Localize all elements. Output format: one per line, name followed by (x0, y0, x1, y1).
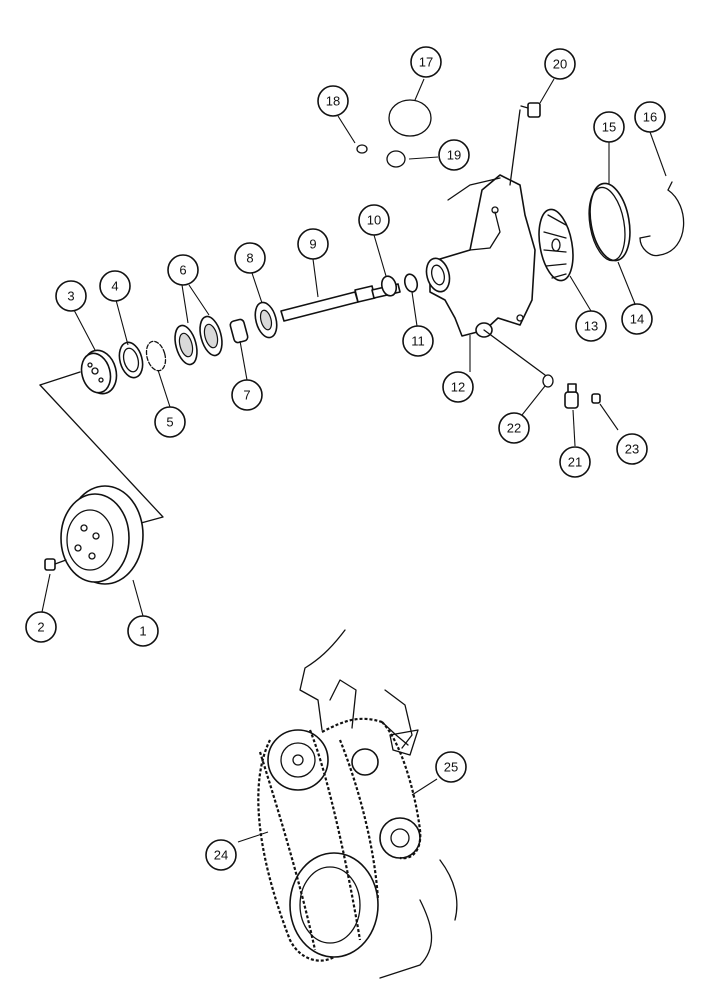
bolt-part (520, 102, 541, 118)
svg-text:15: 15 (602, 120, 616, 135)
svg-text:12: 12 (451, 380, 465, 395)
svg-text:5: 5 (166, 415, 173, 430)
callout-1: 1 (127, 615, 159, 647)
svg-text:6: 6 (179, 263, 186, 278)
svg-text:18: 18 (326, 94, 340, 109)
nut-part (403, 273, 419, 293)
pulley-part (60, 485, 144, 585)
svg-text:24: 24 (214, 848, 228, 863)
svg-text:4: 4 (111, 279, 118, 294)
callout-18: 18 (317, 85, 349, 117)
callout-10: 10 (358, 204, 390, 236)
engine-belt-view (257, 629, 458, 979)
callout-17: 17 (410, 46, 442, 78)
bolt-guide-line (509, 109, 521, 186)
callout-20: 20 (544, 48, 576, 80)
leader-lines (41, 78, 667, 843)
svg-text:17: 17 (419, 55, 433, 70)
assembly-axis-line (39, 371, 81, 386)
callout-4: 4 (99, 270, 131, 302)
shaft-seal-part (380, 275, 398, 297)
callout-8: 8 (234, 242, 266, 274)
callout-14: 14 (621, 303, 653, 335)
snap-ring-part (145, 340, 167, 372)
svg-text:16: 16 (643, 110, 657, 125)
callout-13: 13 (575, 310, 607, 342)
callout-23: 23 (616, 433, 648, 465)
cover-plate-part (588, 182, 631, 262)
svg-text:8: 8 (246, 251, 253, 266)
svg-text:21: 21 (568, 455, 582, 470)
callout-25: 25 (435, 751, 467, 783)
callout-11: 11 (402, 325, 434, 357)
svg-text:2: 2 (37, 620, 44, 635)
callout-5: 5 (154, 406, 186, 438)
svg-text:13: 13 (584, 319, 598, 334)
pulley-bolt-part (44, 558, 67, 571)
svg-text:19: 19 (447, 148, 461, 163)
callout-21: 21 (559, 446, 591, 478)
callout-2: 2 (25, 611, 57, 643)
svg-text:11: 11 (411, 334, 425, 349)
plug-ring-part (386, 150, 406, 168)
bearing-pair-part (174, 315, 223, 366)
callout-6: 6 (167, 254, 199, 286)
svg-text:25: 25 (444, 760, 458, 775)
fitting-guide-line (483, 329, 546, 376)
large-o-ring-part (388, 99, 432, 137)
callout-19: 19 (438, 139, 470, 171)
svg-text:1: 1 (139, 624, 146, 639)
pump-housing-part (425, 174, 536, 338)
drain-fittings-part (542, 374, 601, 409)
callout-12: 12 (442, 371, 474, 403)
bearing-part (254, 301, 278, 339)
svg-text:9: 9 (309, 237, 316, 252)
svg-text:7: 7 (243, 388, 250, 403)
callout-24: 24 (205, 839, 237, 871)
svg-text:14: 14 (630, 312, 644, 327)
svg-text:23: 23 (625, 442, 639, 457)
callout-3: 3 (55, 280, 87, 312)
retaining-ring-part (639, 181, 685, 257)
svg-text:10: 10 (367, 213, 381, 228)
svg-text:3: 3 (67, 289, 74, 304)
impeller-part (538, 208, 574, 282)
callout-7: 7 (231, 379, 263, 411)
spacer-part (229, 318, 249, 344)
callout-16: 16 (634, 101, 666, 133)
hub-part (80, 349, 118, 395)
assembly-axis-line-pulley (39, 384, 164, 524)
callout-9: 9 (297, 228, 329, 260)
shaft-part (280, 283, 401, 322)
svg-text:22: 22 (507, 421, 521, 436)
seal-ring-part (118, 341, 144, 379)
small-washer-part (356, 144, 368, 154)
callout-15: 15 (593, 111, 625, 143)
svg-text:20: 20 (553, 57, 567, 72)
callout-22: 22 (498, 412, 530, 444)
